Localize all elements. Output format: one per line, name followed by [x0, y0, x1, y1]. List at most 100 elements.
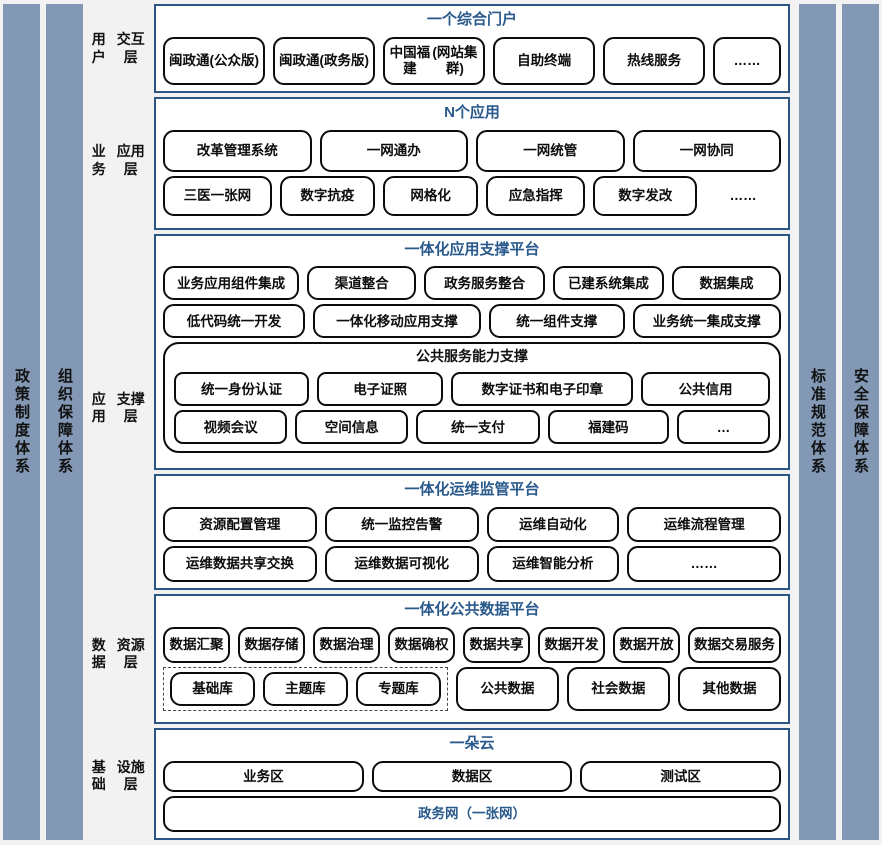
layer-portal-item[interactable]: 闽政通(公众版): [163, 36, 266, 85]
layer-data-platform-item[interactable]: 数据治理: [313, 626, 380, 663]
public-service-item[interactable]: 统一支付: [416, 410, 540, 445]
layer-app-support-item[interactable]: 低代码统一开发: [163, 304, 305, 339]
public-service-item[interactable]: 福建码: [547, 410, 670, 445]
public-service-item[interactable]: 公共信用: [641, 372, 770, 407]
government-network-label: 政务网（一张网）: [418, 806, 526, 822]
layer-apps-item[interactable]: 一网协同: [632, 129, 781, 172]
layer-cloud-item[interactable]: 业务区: [163, 760, 364, 793]
layer-name-line: 支撑层: [116, 390, 145, 425]
layer-portal-item[interactable]: 闽政通(政务版): [273, 36, 376, 85]
layer-ops-item[interactable]: 运维智能分析: [486, 546, 620, 583]
public-service-item[interactable]: 数字证书和电子印章: [451, 372, 634, 407]
pill-label: 热线服务: [627, 52, 682, 68]
pill-label-line: (政务版): [319, 52, 370, 68]
layer-ops-item[interactable]: 运维数据可视化: [324, 546, 479, 583]
layer-app-support-item[interactable]: 业务统一集成支撑: [632, 304, 781, 339]
public-service-item[interactable]: 统一身份认证: [174, 372, 309, 407]
layer-portal-item[interactable]: ……: [713, 36, 781, 85]
pill-row: 改革管理系统一网通办一网统管 一网协同: [163, 129, 781, 172]
layer-ops-item[interactable]: 运维数据共享交换: [163, 546, 317, 583]
layer-portal-item[interactable]: 中国福建(网站集群): [383, 36, 486, 85]
left-pillar-policy-system-label: 政策制度体系: [13, 368, 30, 476]
pill-label: 低代码统一开发: [186, 313, 282, 329]
layer-ops-item[interactable]: 资源配置管理: [163, 506, 317, 543]
pill-label: 运维数据共享交换: [185, 556, 294, 572]
layer-apps-item[interactable]: 网格化: [383, 175, 479, 216]
pill-label: 专题库: [378, 680, 419, 696]
pill-label: 公共信用: [678, 381, 733, 397]
layer-apps-item[interactable]: 三医一张网: [163, 175, 272, 216]
layer-apps-item[interactable]: ……: [705, 176, 781, 216]
pill-label: 数字证书和电子印章: [481, 381, 604, 397]
layer-data-platform-item[interactable]: 数据汇聚: [163, 626, 230, 663]
layer-app-support-item[interactable]: 已建系统集成: [552, 266, 664, 301]
layer-ops-item[interactable]: ……: [627, 546, 781, 583]
pill-label: 统一身份认证: [201, 381, 282, 397]
layer-app-support-item[interactable]: 数据集成: [671, 266, 781, 301]
pill-label: 运维数据可视化: [354, 556, 449, 572]
pill-label: 数据开发: [544, 636, 599, 652]
layer-portal-item[interactable]: 热线服务: [603, 36, 706, 85]
layer-cloud: 一朵云业务区数据区测试区政务网（一张网）: [154, 728, 790, 841]
pill-label: 福建码: [588, 419, 629, 435]
pill-label: 数字发改: [618, 187, 673, 203]
layer-app-support-item[interactable]: 渠道整合: [307, 266, 417, 301]
pill-label: …: [716, 419, 731, 435]
core-database-item[interactable]: 主题库: [262, 671, 348, 706]
pill-label: 一网协同: [679, 142, 734, 158]
layer-app-support-item[interactable]: 统一组件支撑: [489, 304, 625, 339]
pill-label: ……: [690, 556, 718, 572]
external-data-item[interactable]: 其他数据: [677, 666, 781, 711]
layer-ops-item[interactable]: 运维自动化: [486, 506, 620, 543]
pill-label: 业务应用组件集成: [177, 275, 286, 291]
pill-label: 数据开放: [619, 636, 674, 652]
layer-data-platform-item[interactable]: 数据开发: [538, 626, 605, 663]
layer-portal-item[interactable]: 自助终端: [493, 36, 596, 85]
public-service-item[interactable]: 视频会议: [174, 410, 288, 445]
layer-name-line: 用户: [91, 31, 106, 65]
public-service-item[interactable]: 电子证照: [317, 372, 444, 407]
layer-apps-item[interactable]: 一网通办: [319, 129, 468, 172]
pill-label-line: 闽政通: [169, 52, 210, 68]
layer-ops-item[interactable]: 统一监控告警: [324, 506, 479, 543]
layer-data-platform-item[interactable]: 数据存储: [238, 626, 305, 663]
pill-label: 其他数据: [702, 680, 757, 696]
pill-row: 视频会议空间信息统一支付 福建码 …: [174, 410, 770, 445]
pill-label-line: (公众版): [209, 52, 260, 68]
layer-cloud-item[interactable]: 测试区: [580, 760, 782, 793]
government-network-bar[interactable]: 政务网（一张网）: [163, 796, 781, 833]
pill-label: 三医一张网: [183, 187, 252, 203]
public-service-item[interactable]: 空间信息: [295, 410, 409, 445]
public-service-item[interactable]: …: [677, 410, 770, 445]
pill-label: 数据交易服务: [694, 636, 775, 652]
layer-app-support-item[interactable]: 一体化移动应用支撑: [313, 304, 481, 339]
external-data-item[interactable]: 社会数据: [566, 666, 670, 711]
core-database-item[interactable]: 基础库: [170, 671, 255, 706]
layer-data-platform-item[interactable]: 数据共享: [463, 626, 530, 663]
layer-apps-item[interactable]: 一网统管: [476, 129, 625, 172]
pill-label: 运维自动化: [519, 516, 587, 532]
layer-cloud-item[interactable]: 数据区: [371, 760, 573, 793]
layer-data-platform-item[interactable]: 数据交易服务: [688, 626, 781, 663]
external-data-item[interactable]: 公共数据: [455, 666, 559, 711]
layer-app-support-item[interactable]: 政务服务整合: [424, 266, 545, 301]
pill-label: 数据集成: [699, 275, 754, 291]
layer-apps-item[interactable]: 改革管理系统: [163, 129, 312, 172]
layer-apps-item[interactable]: 应急指挥: [486, 175, 586, 216]
pill-label: 数据汇聚: [169, 636, 224, 652]
layer-apps-item[interactable]: 数字抗疫: [279, 175, 375, 216]
core-database-dashed-group: 基础库主题库 专题库: [163, 666, 448, 711]
layer-data-platform-item[interactable]: 数据确权: [388, 626, 455, 663]
left-pillar-organization-guarantee-label: 组织保障体系: [56, 368, 73, 476]
pill-label: 数据治理: [319, 636, 374, 652]
layer-apps-item[interactable]: 数字发改: [593, 175, 698, 216]
layer-stack: 一个综合门户闽政通(公众版)闽政通(政务版)中国福建(网站集群)自助终端热线服务…: [150, 0, 796, 845]
pill-row: 三医一张网 数字抗疫网格化应急指挥 数字发改 ……: [163, 175, 781, 216]
layer-app-support-item[interactable]: 业务应用组件集成: [163, 266, 300, 301]
layer-data-platform-item[interactable]: 数据开放: [613, 626, 680, 663]
layer-data-platform-title: 一体化公共数据平台: [404, 601, 540, 619]
layer-ops-item[interactable]: 运维流程管理: [627, 506, 781, 543]
left-pillar-policy-system: 政策制度体系: [3, 4, 40, 840]
core-database-item[interactable]: 专题库: [355, 671, 441, 706]
